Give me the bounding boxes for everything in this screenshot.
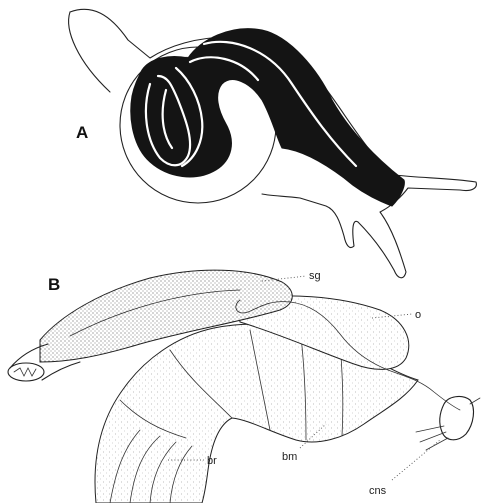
panel-a-letter: A: [76, 123, 88, 142]
label-sg: sg: [309, 270, 321, 282]
cns-nerve-1: [416, 426, 444, 432]
label-br: br: [207, 455, 217, 467]
panel-b-letter: B: [48, 275, 60, 294]
cns-nerve-4: [470, 398, 480, 404]
cns-ganglion: [440, 397, 474, 440]
cns-nerve-2: [420, 432, 446, 442]
panel-b-illustration: B s: [8, 270, 480, 503]
cut-end-texture: [14, 368, 36, 376]
label-cns: cns: [369, 485, 387, 497]
label-bm: bm: [282, 451, 297, 463]
organ-black-mass: [131, 29, 405, 206]
cns-nerve-3: [426, 438, 448, 450]
label-o: o: [415, 309, 421, 321]
snail-head-outline: [69, 12, 110, 92]
panel-a-illustration: A: [69, 9, 477, 277]
